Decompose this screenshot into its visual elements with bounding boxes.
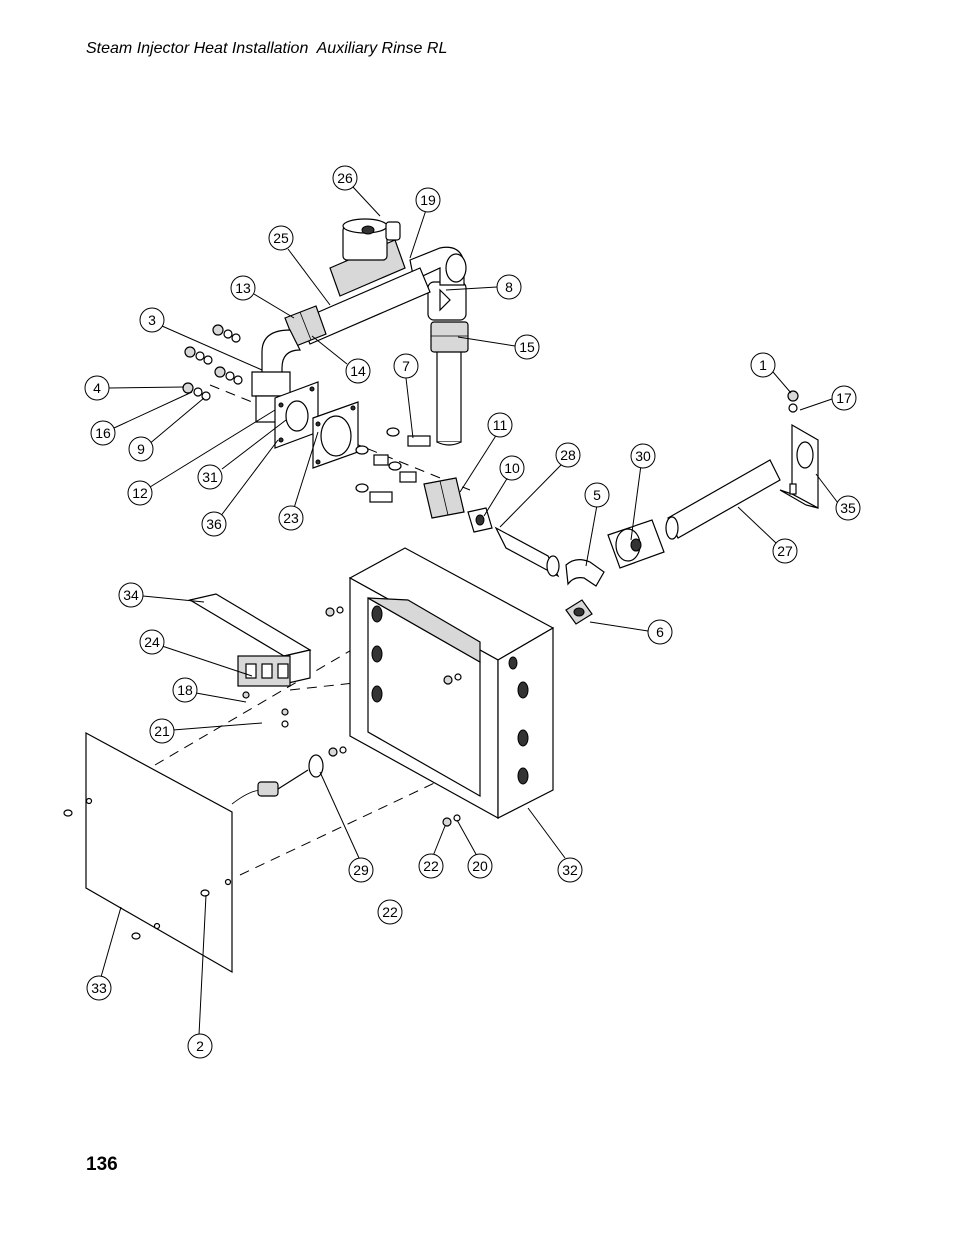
callout-30: 30 — [630, 443, 656, 469]
callout-number: 27 — [777, 543, 793, 559]
callout-31: 31 — [197, 464, 223, 490]
callout-3: 3 — [139, 307, 165, 333]
callout-number: 13 — [235, 280, 251, 296]
callout-number: 22 — [382, 904, 398, 920]
callout-number: 22 — [423, 858, 439, 874]
callout-number: 28 — [560, 447, 576, 463]
temperature-probe — [231, 754, 324, 805]
callout-7: 7 — [393, 353, 419, 379]
callout-number: 7 — [402, 358, 410, 374]
callout-number: 24 — [144, 634, 160, 650]
callout-number: 26 — [337, 170, 353, 186]
leader-lines — [100, 186, 839, 1036]
callout-20: 20 — [467, 853, 493, 879]
callout-8: 8 — [496, 274, 522, 300]
callout-number: 8 — [505, 279, 513, 295]
steam-valve-assembly — [251, 218, 469, 446]
callout-number: 31 — [202, 469, 218, 485]
callout-15: 15 — [514, 334, 540, 360]
callout-number: 17 — [836, 390, 852, 406]
callout-32: 32 — [557, 857, 583, 883]
page-number: 136 — [86, 1154, 118, 1175]
callout-11: 11 — [487, 412, 513, 438]
callout-33: 33 — [86, 975, 112, 1001]
callout-17: 17 — [831, 385, 857, 411]
callout-1: 1 — [750, 352, 776, 378]
cover-panel — [63, 731, 233, 974]
callout-number: 23 — [283, 510, 299, 526]
callout-number: 25 — [273, 230, 289, 246]
callout-28: 28 — [555, 442, 581, 468]
callout-number: 10 — [504, 460, 520, 476]
callout-24: 24 — [139, 629, 165, 655]
callout-number: 36 — [206, 516, 222, 532]
callout-12: 12 — [127, 480, 153, 506]
callout-number: 12 — [132, 485, 148, 501]
callout-27: 27 — [772, 538, 798, 564]
callout-number: 3 — [148, 312, 156, 328]
callout-14: 14 — [345, 358, 371, 384]
callout-22-b: 22 — [377, 899, 403, 925]
callout-number: 11 — [493, 417, 508, 433]
callout-26: 26 — [332, 165, 358, 191]
union-bushing-nipple — [423, 477, 560, 578]
callout-10: 10 — [499, 455, 525, 481]
callout-4: 4 — [84, 375, 110, 401]
callout-34: 34 — [118, 582, 144, 608]
callout-number: 19 — [420, 192, 436, 208]
callout-number: 4 — [93, 380, 101, 396]
callout-number: 15 — [519, 339, 535, 355]
terminal-bracket — [188, 593, 312, 728]
callout-6: 6 — [647, 619, 673, 645]
callout-number: 6 — [656, 624, 664, 640]
bolts — [355, 427, 431, 503]
callout-number: 5 — [593, 487, 601, 503]
callout-35: 35 — [835, 495, 861, 521]
mounting-flanges — [274, 381, 359, 469]
callout-25: 25 — [268, 225, 294, 251]
callout-number: 32 — [562, 862, 578, 878]
nuts-and-washers-left — [182, 324, 243, 401]
callout-18: 18 — [172, 677, 198, 703]
injector-assembly — [565, 390, 819, 587]
callout-number: 16 — [95, 425, 111, 441]
callout-number: 9 — [137, 441, 145, 457]
callout-2: 2 — [187, 1033, 213, 1059]
callout-9: 9 — [128, 436, 154, 462]
callout-23: 23 — [278, 505, 304, 531]
callout-number: 14 — [350, 363, 366, 379]
callout-number: 1 — [759, 357, 767, 373]
callout-number: 34 — [123, 587, 139, 603]
callout-21: 21 — [149, 718, 175, 744]
callout-number: 29 — [353, 862, 369, 878]
callout-number: 20 — [472, 858, 488, 874]
callout-5: 5 — [584, 482, 610, 508]
callout-29: 29 — [348, 857, 374, 883]
callout-number: 2 — [196, 1038, 204, 1054]
page-title: Steam Injector Heat Installation Auxilia… — [86, 40, 448, 57]
callout-22: 22 — [418, 853, 444, 879]
callout-16: 16 — [90, 420, 116, 446]
control-box — [325, 547, 593, 827]
callout-number: 33 — [91, 980, 107, 996]
callout-36: 36 — [201, 511, 227, 537]
callout-19: 19 — [415, 187, 441, 213]
callout-number: 35 — [840, 500, 856, 516]
callout-number: 21 — [154, 723, 170, 739]
callout-number: 30 — [635, 448, 651, 464]
callout-13: 13 — [230, 275, 256, 301]
callout-number: 18 — [177, 682, 193, 698]
